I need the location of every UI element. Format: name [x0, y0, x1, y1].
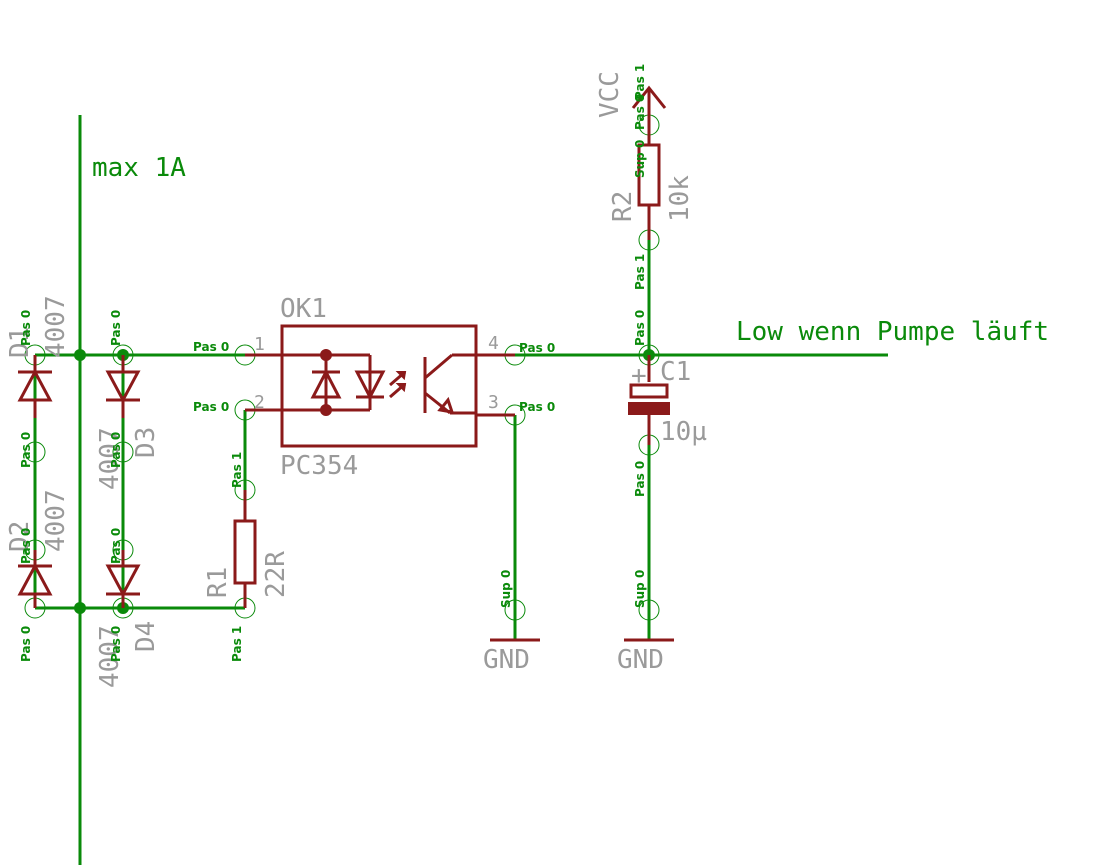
pin-attr-label: Pas 0: [109, 310, 123, 346]
ok1-value: PC354: [280, 451, 358, 481]
pin-number: 3: [488, 392, 499, 413]
pin-attr-label: Sup 0: [633, 140, 647, 178]
r2-value: 10k: [665, 175, 695, 222]
d4-name: D4: [131, 621, 161, 652]
pin-attr-label: Sup 0: [499, 570, 513, 608]
pin-number: 4: [488, 333, 499, 354]
resistor-r2[interactable]: [637, 125, 661, 240]
c1-plus: +: [631, 361, 647, 391]
diode-d1[interactable]: [17, 355, 53, 418]
d1-name: D1: [5, 327, 35, 358]
vcc-label: VCC: [595, 71, 625, 118]
d2-value: 4007: [41, 489, 71, 552]
resistor-r1[interactable]: [233, 490, 257, 608]
pin-attr-label: Pas 1: [230, 452, 244, 488]
pin-attr-label: Pas 0: [193, 400, 229, 414]
diode-d4[interactable]: [105, 550, 141, 608]
pin-attr-label: Pas 0: [519, 400, 555, 414]
pin-attr-label: Pas 1: [633, 254, 647, 290]
diode-d3[interactable]: [105, 355, 141, 418]
net-label-low: Low wenn Pumpe läuft: [736, 317, 1049, 347]
r2-name: R2: [608, 191, 638, 222]
d2-name: D2: [5, 521, 35, 552]
d3-name: D3: [131, 427, 161, 458]
d4-value: 4007: [95, 625, 125, 688]
pin-number: 1: [254, 334, 265, 355]
pin-attr-label: Pas 0: [633, 94, 647, 130]
d3-value: 4007: [95, 427, 125, 490]
pin-attr-label: Pas 0: [109, 528, 123, 564]
net-label-max: max 1A: [92, 153, 186, 183]
r1-name: R1: [203, 567, 233, 598]
pin-attr-label: Pas 0: [19, 626, 33, 662]
diode-d2[interactable]: [17, 550, 53, 608]
wires: [33, 115, 888, 865]
r1-value: 22R: [261, 551, 291, 598]
pin-attr-label: Pas 0: [109, 626, 123, 662]
pin-attr-label: Pas 0: [193, 340, 229, 354]
capacitor-c1[interactable]: [628, 355, 670, 445]
pin-attr-label: Pas 0: [19, 432, 33, 468]
pin-attr-label: Pas 0: [633, 461, 647, 497]
optocoupler-ok1[interactable]: [245, 324, 515, 448]
pin-attr-label: Pas 0: [109, 432, 123, 468]
junction: [74, 349, 86, 361]
d1-value: 4007: [41, 295, 71, 358]
pin-attr-label: Pas 0: [19, 310, 33, 346]
c1-name: C1: [660, 357, 691, 387]
pin-attr-label: Pas 0: [19, 528, 33, 564]
pin-attr-label: Pas 1: [230, 626, 244, 662]
pin-attr-label: Pas 0: [633, 310, 647, 346]
c1-value: 10µ: [660, 417, 707, 447]
pin-number: 2: [254, 392, 265, 413]
vcc-symbol: [631, 85, 667, 125]
ok1-name: OK1: [280, 294, 327, 324]
pin-attr-label: Pas 1: [633, 64, 647, 100]
pin-attr-label: Pas 0: [519, 341, 555, 355]
gnd-label: GND: [483, 645, 530, 675]
pin-attr-label: Sup 0: [633, 570, 647, 608]
gnd-label: GND: [617, 645, 664, 675]
junction: [74, 602, 86, 614]
